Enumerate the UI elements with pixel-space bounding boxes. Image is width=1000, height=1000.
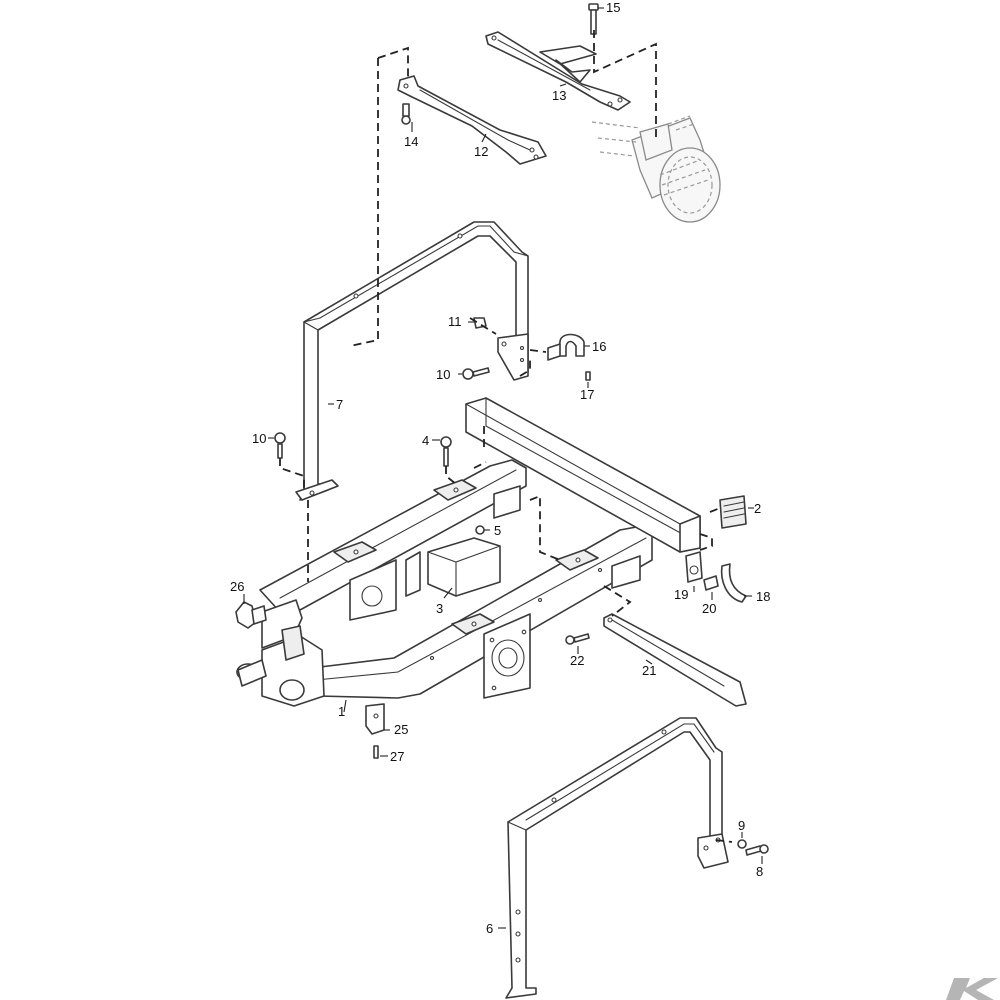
label-7: 7: [336, 397, 343, 412]
end-cap-2: [719, 495, 747, 529]
label-25: 25: [394, 722, 408, 737]
label-18: 18: [756, 589, 770, 604]
label-17: 17: [580, 387, 594, 402]
bar-21: [603, 613, 747, 707]
bolt-20: [703, 575, 719, 591]
label-6: 6: [486, 921, 493, 936]
screw-27: [373, 745, 379, 759]
label-14: 14: [404, 134, 418, 149]
bracket-25: [365, 703, 385, 735]
block-3: [427, 537, 501, 597]
label-5: 5: [494, 523, 501, 538]
motor-ghost-outline: [591, 115, 721, 223]
bolt-10-left: [274, 432, 286, 459]
label-4: 4: [422, 433, 429, 448]
label-10a: 10: [252, 431, 266, 446]
bolt-22: [565, 633, 590, 645]
label-20: 20: [702, 601, 716, 616]
label-10b: 10: [436, 367, 450, 382]
label-13: 13: [552, 88, 566, 103]
label-12: 12: [474, 144, 488, 159]
frame-7: [295, 221, 529, 501]
label-15: 15: [606, 0, 620, 15]
washer-9: [737, 839, 747, 849]
label-27: 27: [390, 749, 404, 764]
screw-17: [585, 371, 591, 381]
bolt-4: [440, 436, 452, 467]
leader-lines: [243, 7, 763, 929]
label-9: 9: [738, 818, 745, 833]
bracket-12: [397, 75, 547, 165]
handle-18: [720, 563, 747, 603]
label-26: 26: [230, 579, 244, 594]
label-21: 21: [642, 663, 656, 678]
label-16: 16: [592, 339, 606, 354]
label-3: 3: [436, 601, 443, 616]
bolt-10-upper: [462, 367, 490, 380]
label-19: 19: [674, 587, 688, 602]
label-22: 22: [570, 653, 584, 668]
bolt-8: [745, 844, 769, 856]
frame-6: [505, 717, 729, 999]
chassis-1: [236, 459, 653, 707]
crossbar-tube: [465, 397, 701, 553]
brand-k-logo: [946, 978, 998, 1000]
washer-5: [475, 525, 485, 535]
bolt-15: [588, 3, 599, 35]
label-8: 8: [756, 864, 763, 879]
callout-labels: 15 13 14 12 11 16 10 17 7 10 4 5 2 3 19 …: [230, 0, 770, 936]
bracket-19: [685, 551, 703, 583]
clamp-16: [547, 333, 585, 361]
assembly-lines: [279, 30, 733, 843]
knob-26: [235, 601, 267, 629]
label-2: 2: [754, 501, 761, 516]
bracket-13: [485, 31, 631, 111]
label-11: 11: [448, 314, 462, 329]
bolt-14: [401, 103, 411, 125]
label-1: 1: [338, 704, 345, 719]
